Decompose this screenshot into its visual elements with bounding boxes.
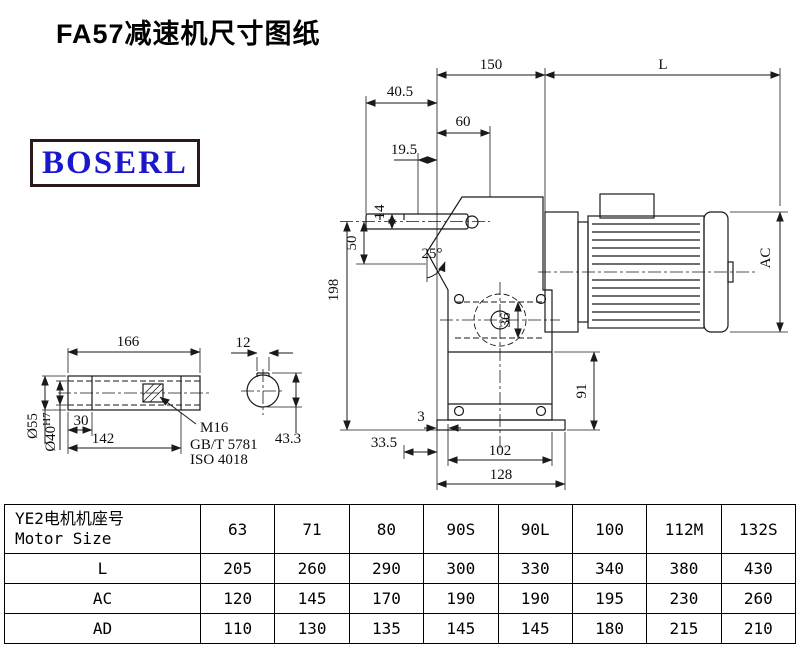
header-cn: YE2电机机座号 [15,509,124,528]
dim-label-25deg: 25° [422,246,443,262]
dim-label-dia40h7: Ø40H7 [41,412,59,452]
header-en: Motor Size [15,529,112,548]
table-cell: 340 [571,553,648,584]
dim-label-40-5: 40.5 [387,84,413,100]
size-col-header: 90S [423,504,499,554]
motor-outline [538,193,758,333]
dim-label-102: 102 [489,443,512,459]
dim-label-150: 150 [480,57,503,73]
dim-label-91: 91 [574,384,590,399]
dim-label-L: L [658,57,667,73]
table-cell: 130 [274,613,350,644]
dim-label-33-5: 33.5 [371,435,397,451]
dim-label-60: 60 [456,114,471,130]
table-cell: 110 [199,613,276,644]
table-cell: 210 [720,613,797,644]
table-row-AD: AD 110 130 135 145 145 180 215 210 [4,613,797,644]
table-cell: 300 [423,553,499,584]
table-cell: 190 [423,583,499,614]
table-cell: 145 [497,613,573,644]
table-cell: 120 [199,583,276,614]
table-cell: 230 [646,583,722,614]
table-cell: 430 [720,553,797,584]
dim-label-128: 128 [490,467,513,483]
thread-note-gb: GB/T 5781 [190,437,258,453]
size-col-header: 100 [571,504,648,554]
table-cell: 195 [571,583,648,614]
table-cell: 145 [423,613,499,644]
dim-label-19-5: 19.5 [391,142,417,158]
table-cell: 380 [646,553,722,584]
dim-label-AC: AC [758,248,774,269]
table-cell: 290 [348,553,425,584]
table-cell: 135 [348,613,425,644]
size-col-header: 132S [720,504,797,554]
table-cell: 215 [646,613,722,644]
size-col-header: 63 [199,504,276,554]
table-row-L: L 205 260 290 300 330 340 380 430 [4,553,797,584]
dim-label-166: 166 [117,334,140,350]
thread-note-iso: ISO 4018 [190,452,248,468]
page-title: FA57减速机尺寸图纸 [56,19,321,49]
dim-label-142: 142 [92,431,115,447]
row-label: L [4,553,201,584]
table-cell: 145 [274,583,350,614]
dim-label-dia55: Ø55 [25,413,41,439]
boserl-logo-text: BOSERL [42,144,188,181]
table-header-row: YE2电机机座号 Motor Size 63 71 80 90S 90L 100… [4,504,797,554]
table-cell: 260 [720,583,797,614]
row-label: AC [4,583,201,614]
boserl-logo: BOSERL [30,139,200,187]
table-cell: 190 [497,583,573,614]
size-col-header: 80 [348,504,425,554]
shaft-detail-view: 166 12 30 142 Ø55 Ø40H7 M16 GB/T 5781 IS… [25,334,302,468]
motor-size-table: YE2电机机座号 Motor Size 63 71 80 90S 90L 100… [4,504,797,644]
dim-label-43-3: 43.3 [275,431,301,447]
table-row-AC: AC 120 145 170 190 190 195 230 260 [4,583,797,614]
table-header-label: YE2电机机座号 Motor Size [4,504,201,554]
table-cell: 260 [274,553,350,584]
thread-note-m16: M16 [200,420,229,436]
main-dimensions: 150 L 40.5 60 19.5 50 14 25° 198 36 91 A… [326,57,788,490]
technical-drawing: 150 L 40.5 60 19.5 50 14 25° 198 36 91 A… [25,57,788,490]
dim-label-30: 30 [74,413,89,429]
table-cell: 170 [348,583,425,614]
size-col-header: 71 [274,504,350,554]
size-col-header: 90L [497,504,573,554]
dim-label-36: 36 [498,312,514,328]
dim-label-3: 3 [417,409,425,425]
dim-label-14: 14 [372,204,388,220]
dim-label-50: 50 [344,236,360,251]
table-cell: 205 [199,553,276,584]
table-cell: 330 [497,553,573,584]
row-label: AD [4,613,201,644]
size-col-header: 112M [646,504,722,554]
table-cell: 180 [571,613,648,644]
dim-label-198: 198 [326,279,342,302]
dim-label-12: 12 [236,335,251,351]
gearbox-outline [340,196,566,448]
